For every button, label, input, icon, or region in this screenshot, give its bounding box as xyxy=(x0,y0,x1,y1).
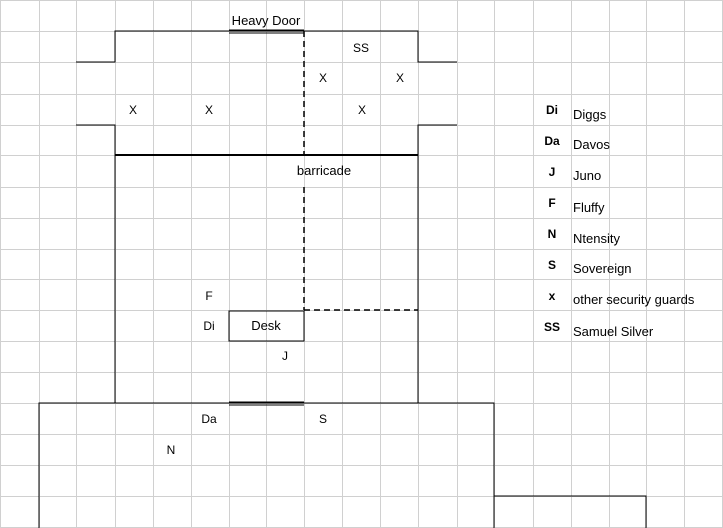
marker-ntensity: N xyxy=(166,443,176,457)
top-room-wall xyxy=(76,30,457,63)
desk-box xyxy=(228,310,305,342)
walls xyxy=(38,29,647,528)
marker-guard: X xyxy=(318,71,328,85)
legend-name: Sovereign xyxy=(573,261,632,276)
legend-code: J xyxy=(548,165,556,179)
desk-label: Desk xyxy=(251,318,281,333)
legend-code: Di xyxy=(546,103,558,117)
legend-name: Ntensity xyxy=(573,231,620,246)
marker-fluffy: F xyxy=(205,289,213,303)
legend-code: S xyxy=(547,258,557,272)
marker-guard: X xyxy=(395,71,405,85)
legend-name: Diggs xyxy=(573,107,607,122)
marker-guard: X xyxy=(357,103,367,117)
marker-guard: X xyxy=(204,103,214,117)
marker-juno: J xyxy=(282,349,288,363)
legend-code: Da xyxy=(544,134,560,148)
legend-name: Davos xyxy=(573,137,610,152)
legend-name: Juno xyxy=(573,168,602,183)
legend-name: Samuel Silver xyxy=(573,324,654,339)
marker-samuel-silver: SS xyxy=(352,41,370,55)
marker-guard: X xyxy=(128,103,138,117)
marker-davos: Da xyxy=(201,412,217,426)
marker-sovereign: S xyxy=(318,412,328,426)
legend-code: x xyxy=(548,289,556,303)
legend-code: F xyxy=(548,196,556,210)
legend-code: SS xyxy=(543,320,561,334)
legend-name: other security guards xyxy=(573,292,695,307)
barricade-label: barricade xyxy=(296,163,352,178)
legend-code: N xyxy=(547,227,557,241)
top-room-wall-lower-left xyxy=(76,124,116,403)
lower-room-wall xyxy=(38,402,495,528)
top-room-wall-lower-right xyxy=(417,124,457,403)
heavy-door-label: Heavy Door xyxy=(231,13,301,28)
side-room-wall xyxy=(494,495,647,528)
marker-diggs: Di xyxy=(203,319,215,333)
legend-name: Fluffy xyxy=(573,200,605,215)
